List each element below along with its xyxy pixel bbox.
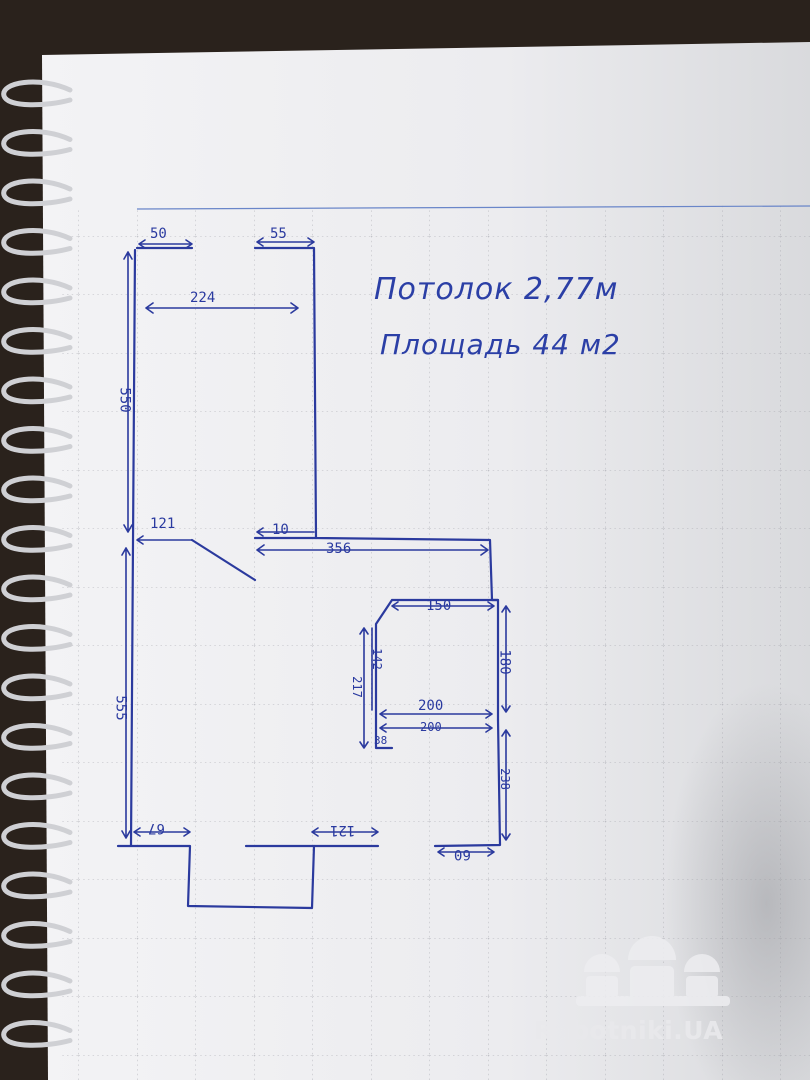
area-note: Площадь 44 м2 bbox=[380, 328, 621, 361]
dim-121-top: 121 bbox=[150, 516, 176, 532]
spiral-ring bbox=[1, 376, 73, 405]
ceiling-height-note: Потолок 2,77м bbox=[374, 272, 619, 307]
dim-150: 150 bbox=[426, 598, 452, 614]
dim-238: 238 bbox=[497, 768, 512, 790]
spiral-ring bbox=[1, 1020, 73, 1048]
spiral-ring bbox=[1, 79, 73, 108]
dim-50: 50 bbox=[150, 226, 167, 242]
dim-67: 67 bbox=[148, 820, 165, 836]
spiral-ring bbox=[1, 178, 73, 207]
spiral-ring bbox=[1, 129, 73, 157]
wall-right-lower bbox=[433, 718, 502, 848]
dimension-arrows bbox=[121, 237, 511, 857]
spiral-ring bbox=[1, 772, 73, 801]
spiral-binding bbox=[1, 79, 73, 1048]
door-swing bbox=[190, 538, 257, 582]
spiral-ring bbox=[1, 822, 73, 850]
dim-224: 224 bbox=[190, 290, 216, 306]
spiral-ring bbox=[1, 327, 73, 355]
spiral-ring bbox=[1, 426, 73, 454]
spiral-ring bbox=[1, 525, 73, 553]
wall-bottom-left bbox=[116, 844, 380, 910]
spiral-ring bbox=[1, 723, 73, 751]
dim-142: 142 bbox=[369, 648, 384, 670]
spiral-ring bbox=[1, 574, 73, 603]
floor-plan bbox=[116, 246, 502, 910]
watermark-logo bbox=[576, 936, 730, 1006]
spiral-ring bbox=[1, 871, 73, 900]
spiral-ring bbox=[1, 475, 73, 504]
dim-60: 60 bbox=[454, 846, 471, 862]
spiral-ring bbox=[1, 624, 73, 652]
dim-200-lower: 200 bbox=[420, 720, 442, 734]
dim-38: 38 bbox=[374, 734, 388, 747]
spiral-ring bbox=[1, 277, 73, 306]
wall-left bbox=[129, 248, 137, 847]
spiral-ring bbox=[1, 970, 73, 999]
dim-555: 555 bbox=[112, 695, 129, 721]
bath-block bbox=[374, 598, 500, 750]
spiral-ring bbox=[1, 921, 73, 949]
dim-55: 55 bbox=[270, 226, 287, 242]
dim-217: 217 bbox=[349, 676, 364, 698]
dim-550: 550 bbox=[116, 387, 133, 413]
dim-180: 180 bbox=[496, 649, 513, 675]
dim-121-bottom: 121 bbox=[330, 822, 356, 838]
watermark-text: Rabotniki.UA bbox=[534, 1016, 724, 1045]
spiral-ring bbox=[1, 673, 73, 702]
header-rule bbox=[136, 205, 810, 210]
spiral-ring bbox=[1, 228, 73, 256]
dim-356: 356 bbox=[326, 541, 352, 557]
dim-200-upper: 200 bbox=[418, 698, 444, 714]
dim-10: 10 bbox=[272, 522, 289, 538]
